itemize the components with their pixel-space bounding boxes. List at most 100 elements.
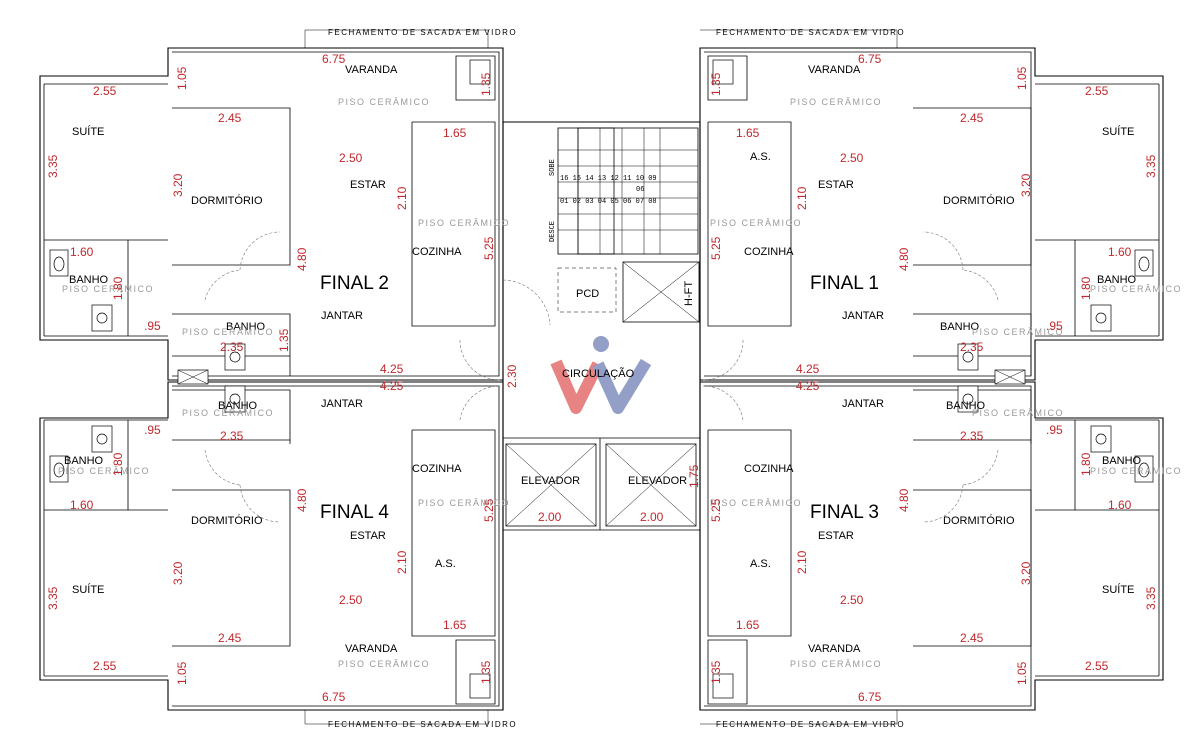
glazing-notes: FECHAMENTO DE SACADA EM VIDRO FECHAMENTO… — [304, 28, 905, 729]
dim: 2.35 — [960, 340, 984, 354]
dim: 5.25 — [709, 498, 723, 522]
suite-label: SUÍTE — [72, 583, 104, 596]
bath-suite-floor: PISO CERÂMICO — [1090, 284, 1182, 294]
dim: 2.55 — [93, 659, 117, 673]
dining-label: JANTAR — [842, 310, 884, 322]
stair-up-label: SOBE — [549, 159, 557, 176]
stair-steps-lower: 01 02 03 04 05 06 07 08 — [560, 198, 657, 206]
dim: 3.20 — [1019, 561, 1033, 585]
unit-final-1: FINAL 1 VARANDA PISO CERÂMICO SUÍTE DORM… — [709, 52, 1182, 376]
dim: 1.05 — [175, 661, 189, 685]
dim: 2.55 — [1085, 659, 1109, 673]
floor-label: PISO CERÂMICO — [338, 97, 430, 107]
dim: 5.25 — [709, 236, 723, 260]
living-label: ESTAR — [350, 179, 386, 191]
dim: 1.65 — [736, 618, 760, 632]
kitchen-floor-label: PISO CERÂMICO — [418, 498, 510, 508]
dim: 2.45 — [218, 631, 242, 645]
dim: 1.60 — [1108, 245, 1132, 259]
bath-suite-label: BANHO — [1102, 455, 1142, 467]
bath-social-label: BANHO — [218, 400, 258, 412]
kitchen-floor-label: PISO CERÂMICO — [710, 498, 802, 508]
dim: 4.80 — [897, 247, 911, 271]
dim: 2.50 — [840, 593, 864, 607]
unit-title: FINAL 2 — [320, 273, 389, 294]
bedroom-label: DORMITÓRIO — [943, 194, 1015, 207]
suite-label: SUÍTE — [1102, 125, 1134, 138]
dim: 2.35 — [220, 340, 244, 354]
dim: 2.55 — [1085, 84, 1109, 98]
dining-label: JANTAR — [842, 398, 884, 410]
pcd-label: PCD — [576, 288, 599, 300]
dim: 2.50 — [339, 593, 363, 607]
fixtures — [49, 59, 1154, 699]
dim: 4.80 — [295, 488, 309, 512]
unit-final-2: FINAL 2 VARANDA PISO CERÂMICO SUÍTE DORM… — [46, 52, 510, 376]
kitchen-floor-label: PISO CERÂMICO — [418, 218, 510, 228]
bath-social-floor: PISO CERÂMICO — [182, 408, 274, 418]
watermark-logo — [550, 336, 652, 414]
bedroom-label: DORMITÓRIO — [943, 514, 1015, 527]
dim: 1.35 — [277, 328, 291, 352]
core-labels: CIRCULAÇÃO PCD H-FT ELEVADOR ELEVADOR 2.… — [505, 159, 701, 524]
stair — [557, 127, 699, 255]
glazing-note-top-left: FECHAMENTO DE SACADA EM VIDRO — [328, 28, 517, 37]
dim: 6.75 — [858, 52, 882, 66]
dim: 1.80 — [111, 276, 125, 300]
glazing-note-bottom-left: FECHAMENTO DE SACADA EM VIDRO — [328, 720, 517, 729]
dim: 4.25 — [380, 379, 404, 393]
varanda-label: VARANDA — [345, 643, 398, 655]
bath-social-label: BANHO — [226, 321, 266, 333]
floor-label: PISO CERÂMICO — [790, 97, 882, 107]
laundry-label: A.S. — [435, 558, 456, 570]
dim: 3.20 — [171, 561, 185, 585]
elevator-dim: 1.75 — [687, 464, 701, 488]
dim: 4.80 — [295, 247, 309, 271]
kitchen-label: COZINHA — [412, 246, 462, 258]
unit-final-4: FINAL 4 VARANDA PISO CERÂMICO SUÍTE DORM… — [46, 379, 510, 704]
living-label: ESTAR — [350, 530, 386, 542]
dim: 1.35 — [709, 72, 723, 96]
dim: 3.20 — [1019, 173, 1033, 197]
dim: 1.80 — [1079, 452, 1093, 476]
dim: 5.25 — [482, 498, 496, 522]
dining-label: JANTAR — [321, 310, 363, 322]
dim: .95 — [144, 319, 161, 333]
unit-title: FINAL 1 — [810, 273, 879, 294]
bath-social-floor: PISO CERÂMICO — [972, 408, 1064, 418]
bath-social-floor: PISO CERÂMICO — [972, 327, 1064, 337]
bath-suite-label: BANHO — [69, 274, 109, 286]
dim: 1.35 — [479, 660, 493, 684]
unit-title: FINAL 3 — [810, 502, 879, 523]
dim: 4.25 — [380, 362, 404, 376]
dim: 2.10 — [395, 550, 409, 574]
bath-suite-label: BANHO — [64, 455, 104, 467]
elevator-left-label: ELEVADOR — [521, 475, 580, 487]
varanda-label: VARANDA — [345, 64, 398, 76]
dim: 3.35 — [1144, 154, 1158, 178]
glazing-note-top-right: FECHAMENTO DE SACADA EM VIDRO — [716, 28, 905, 37]
dim: 1.05 — [1015, 66, 1029, 90]
varanda-label: VARANDA — [808, 64, 861, 76]
circulation-dim: 2.30 — [505, 364, 519, 388]
suite-label: SUÍTE — [1102, 583, 1134, 596]
dim: 5.25 — [482, 236, 496, 260]
dim: 2.10 — [795, 186, 809, 210]
dim: 6.75 — [858, 690, 882, 704]
varanda-label: VARANDA — [808, 643, 861, 655]
unit-final-3: FINAL 3 VARANDA PISO CERÂMICO SUÍTE DORM… — [709, 379, 1181, 704]
glazing-note-bottom-right: FECHAMENTO DE SACADA EM VIDRO — [716, 720, 905, 729]
elevator-right-label: ELEVADOR — [628, 475, 687, 487]
dim: 3.35 — [1144, 586, 1158, 610]
dim: 2.35 — [220, 429, 244, 443]
laundry-label: A.S. — [750, 151, 771, 163]
dim: 1.80 — [1079, 276, 1093, 300]
dim: 2.50 — [840, 151, 864, 165]
dim: .95 — [144, 423, 161, 437]
dim: 2.50 — [339, 151, 363, 165]
dim: 4.80 — [897, 488, 911, 512]
dim: 1.65 — [443, 618, 467, 632]
dim: 1.65 — [443, 126, 467, 140]
dim: 4.25 — [796, 362, 820, 376]
kitchen-floor-label: PISO CERÂMICO — [710, 218, 802, 228]
